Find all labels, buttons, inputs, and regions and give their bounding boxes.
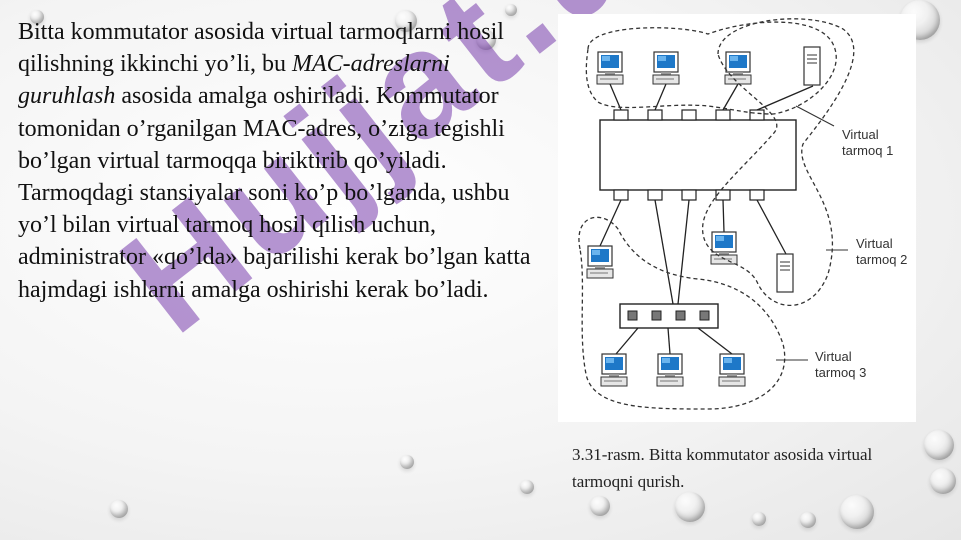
vlan3-label-line1: Virtual [815, 349, 852, 364]
water-drop [400, 455, 414, 469]
body-paragraph: Bitta kommutator asosida virtual tarmoql… [18, 16, 548, 306]
water-drop [30, 10, 44, 24]
vlan3-label-line2: tarmoq 3 [815, 365, 866, 380]
water-drop [476, 30, 496, 50]
vlan-diagram: Virtual tarmoq 1 Virtual tarmoq 2 Virtua… [558, 14, 916, 422]
computer-icon [724, 51, 752, 85]
vlan3-label: Virtual tarmoq 3 [815, 349, 866, 380]
computer-icon [718, 353, 746, 387]
water-drop [110, 500, 128, 518]
water-drop [505, 4, 517, 16]
main-switch [599, 119, 797, 191]
vlan1-label: Virtual tarmoq 1 [842, 127, 893, 158]
water-drop [675, 492, 705, 522]
switch-ports-top [613, 109, 765, 121]
computer-icon [652, 51, 680, 85]
switch-ports-bottom [613, 189, 765, 201]
paragraph-text: Bitta kommutator asosida virtual tarmoql… [18, 19, 504, 78]
water-drop [840, 495, 874, 529]
vlan2-label-line2: tarmoq 2 [856, 252, 907, 267]
water-drop [752, 512, 766, 526]
vlan1-boundary [585, 21, 837, 115]
vlan1-label-line2: tarmoq 1 [842, 143, 893, 158]
water-drop [930, 468, 956, 494]
computer-icon [656, 353, 684, 387]
server-icon [803, 46, 821, 86]
computer-icon [600, 353, 628, 387]
computer-icon [596, 51, 624, 85]
water-drop [924, 430, 954, 460]
vlan2-boundary [702, 18, 855, 307]
water-drop [520, 480, 534, 494]
water-drop [395, 10, 417, 32]
vlan2-label-line1: Virtual [856, 236, 893, 251]
server-icon [776, 253, 794, 293]
emphasis-text: MAC-adreslarni guruhlash [18, 51, 450, 110]
computer-icon [586, 245, 614, 279]
water-drop [590, 496, 610, 516]
paragraph-text-continued: asosida amalga oshiriladi. Kommutator to… [18, 83, 531, 303]
vlan1-label-line1: Virtual [842, 127, 879, 142]
figure-caption: 3.31-rasm. Bitta kommutator asosida virt… [572, 445, 873, 491]
hub-ports [627, 310, 710, 321]
vlan2-label: Virtual tarmoq 2 [856, 236, 907, 267]
water-drop [800, 512, 816, 528]
